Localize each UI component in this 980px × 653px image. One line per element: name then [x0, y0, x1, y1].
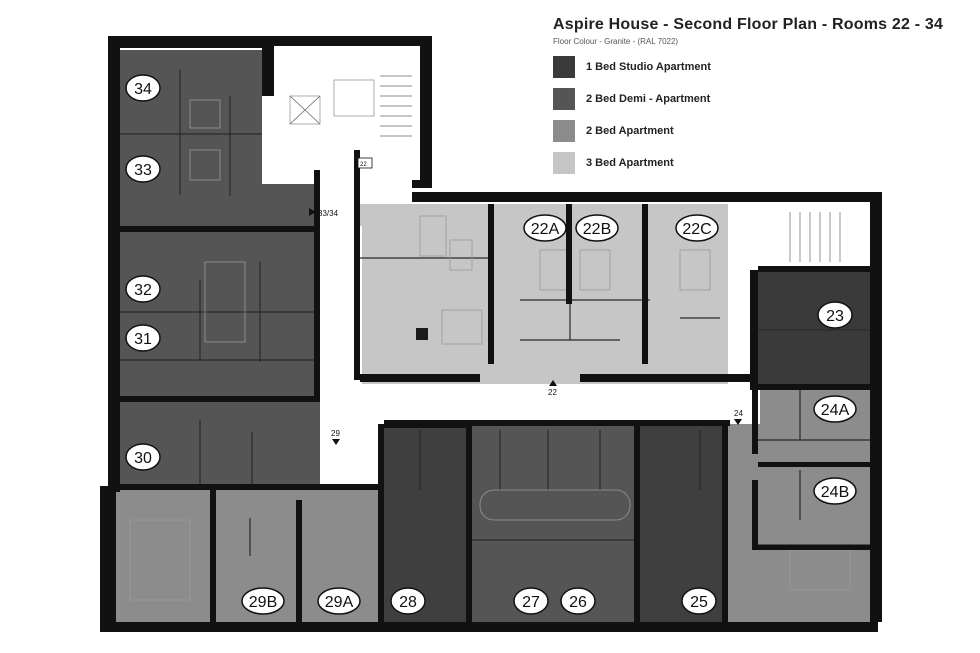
svg-text:24B: 24B	[821, 484, 849, 501]
svg-text:23: 23	[826, 308, 844, 325]
svg-text:26: 26	[569, 594, 587, 611]
svg-text:22B: 22B	[583, 221, 611, 238]
svg-text:28: 28	[399, 594, 417, 611]
entrance-24-marker: 24	[734, 409, 743, 425]
page-title: Aspire House - Second Floor Plan - Rooms…	[553, 16, 944, 33]
stair-core-north	[262, 44, 412, 184]
svg-text:22: 22	[360, 162, 367, 168]
svg-text:33: 33	[134, 162, 152, 179]
room-22B-badge: 22B	[575, 214, 619, 242]
room-24B-badge: 24B	[813, 477, 857, 505]
svg-text:34: 34	[134, 81, 152, 98]
svg-text:29: 29	[331, 429, 340, 438]
svg-text:30: 30	[134, 450, 152, 467]
svg-text:32: 32	[134, 282, 152, 299]
room-24A-badge: 24A	[813, 395, 857, 423]
room-25-badge: 25	[681, 587, 717, 615]
legend-label: 2 Bed Apartment	[586, 125, 674, 137]
legend: Aspire House - Second Floor Plan - Rooms…	[553, 16, 973, 174]
legend-swatch	[553, 120, 575, 142]
room-27-badge: 27	[513, 587, 549, 615]
room-29B-badge: 29B	[241, 587, 285, 615]
legend-label: 2 Bed Demi - Apartment	[586, 93, 711, 105]
legend-item-3bed: 3 Bed Apartment	[553, 152, 973, 174]
room-33-badge: 33	[125, 155, 161, 183]
entrance-22-marker: 22	[548, 380, 557, 397]
legend-item-demi: 2 Bed Demi - Apartment	[553, 88, 973, 110]
svg-text:25: 25	[690, 594, 708, 611]
svg-text:22A: 22A	[531, 221, 560, 238]
svg-text:22C: 22C	[682, 221, 711, 238]
room-34-badge: 34	[125, 74, 161, 102]
legend-item-2bed: 2 Bed Apartment	[553, 120, 973, 142]
legend-swatch	[553, 152, 575, 174]
svg-text:29B: 29B	[249, 594, 277, 611]
room-23-badge: 23	[817, 301, 853, 329]
apartment-24-area	[728, 390, 870, 628]
room-29A-badge: 29A	[317, 587, 361, 615]
legend-swatch	[553, 56, 575, 78]
room-31-badge: 31	[125, 324, 161, 352]
apartment-23-area	[758, 270, 870, 384]
svg-text:29A: 29A	[325, 594, 354, 611]
legend-swatch	[553, 88, 575, 110]
svg-text:31: 31	[134, 331, 152, 348]
legend-item-studio: 1 Bed Studio Apartment	[553, 56, 973, 78]
room-30-badge: 30	[125, 443, 161, 471]
room-22A-badge: 22A	[523, 214, 567, 242]
lift-label: 22	[357, 157, 373, 169]
legend-label: 3 Bed Apartment	[586, 157, 674, 169]
room-26-badge: 26	[560, 587, 596, 615]
entrance-29-marker: 29	[331, 429, 340, 445]
stair-core-east	[760, 205, 868, 267]
apartment-31-area	[120, 312, 320, 396]
svg-text:33/34: 33/34	[318, 209, 339, 218]
room-22C-badge: 22C	[675, 214, 719, 242]
room-32-badge: 32	[125, 275, 161, 303]
floor-colour-note: Floor Colour - Granite - (RAL 7022)	[553, 37, 679, 46]
svg-text:27: 27	[522, 594, 540, 611]
room-28-badge: 28	[390, 587, 426, 615]
legend-label: 1 Bed Studio Apartment	[586, 61, 711, 73]
entrance-33-34-marker: 33/34	[309, 208, 339, 218]
svg-text:24A: 24A	[821, 402, 850, 419]
svg-text:22: 22	[548, 388, 557, 397]
apartment-30-area	[120, 402, 320, 484]
corridor	[360, 384, 760, 424]
svg-text:24: 24	[734, 409, 743, 418]
